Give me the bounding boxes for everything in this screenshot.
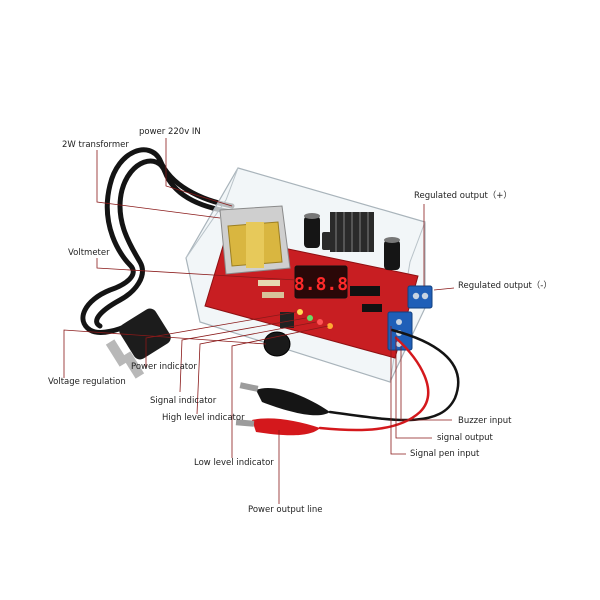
label-voltmeter: Voltmeter [68,248,110,258]
label-buzzer-input: Buzzer input [458,416,512,426]
pcb-components [258,280,382,329]
label-voltage-regulation: Voltage regulation [48,377,126,387]
label-regulated-output-plus: Regulated output（+） [414,191,512,201]
heatsink [330,212,374,252]
label-power-indicator: Power indicator [131,362,197,372]
red-clip [235,418,320,436]
leader-lines [63,138,455,504]
transformer [219,205,291,275]
output-leads [318,328,460,432]
voltmeter-display: 8.8.8 [294,265,348,299]
label-high-level-indicator: High level indicator [162,413,245,423]
voltmeter-digits: 8.8.8 [294,274,348,295]
black-clip [239,382,330,416]
label-power-output-line: Power output line [248,505,323,515]
capacitors [304,213,400,270]
label-signal-indicator: Signal indicator [150,396,217,406]
power-plug [105,308,171,379]
label-signal-output: signal output [437,433,493,443]
label-power-in: power 220v IN [139,127,201,137]
label-transformer: 2W transformer [62,140,129,150]
label-low-level-indicator: Low level indicator [194,458,274,468]
power-cable [80,147,235,335]
label-signal-pen-input: Signal pen input [410,449,480,459]
label-regulated-output-minus: Regulated output（-） [458,281,552,291]
